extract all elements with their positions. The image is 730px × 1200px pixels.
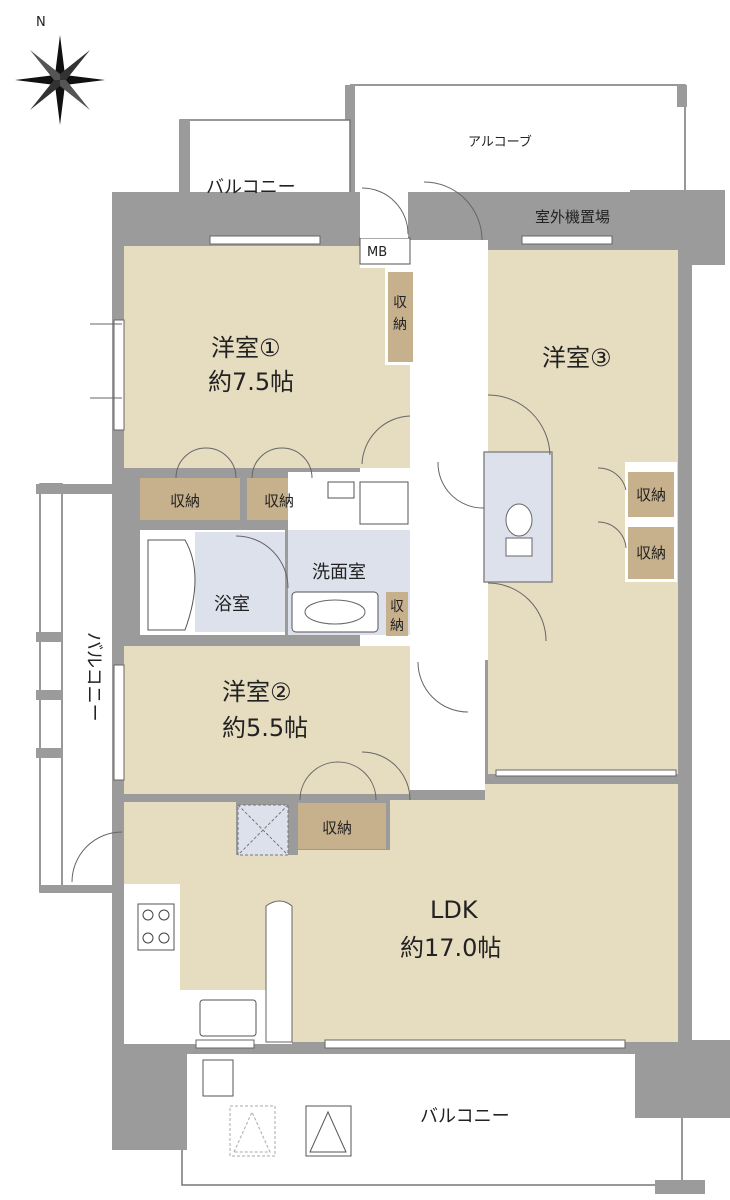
room-ldk-name: LDK: [430, 896, 479, 924]
washbasin-icon: [291, 591, 379, 633]
mb-box: [359, 237, 411, 265]
storage-w2: [298, 803, 386, 849]
balcony-top-wall: [180, 120, 190, 238]
room-ldk-size: 約17.0帖: [400, 934, 501, 962]
room-western-1-size: 約7.5帖: [208, 368, 294, 396]
room-western-1-name: 洋室①: [211, 334, 281, 362]
sink-icon: [199, 999, 257, 1037]
window: [113, 319, 125, 431]
storage-label: 収納: [322, 819, 352, 837]
stove-icon: [137, 903, 175, 951]
compass-rose-icon: [15, 35, 105, 125]
window: [324, 1039, 626, 1049]
wall-corner-bl: [112, 1040, 187, 1150]
storage-washroom: [386, 592, 408, 636]
wall-corner-br: [635, 1040, 730, 1118]
storage-vertical-label-2: 納: [390, 618, 404, 634]
storage-entrance: [388, 272, 413, 362]
storage-vertical-label-1: 収: [390, 599, 404, 615]
storage-w3-a: [628, 472, 674, 517]
room-ldk: [124, 784, 678, 1042]
washing-machine-pan-icon: [359, 481, 409, 525]
window: [209, 235, 321, 245]
balcony-bottom-post: [655, 1180, 705, 1194]
bathtub-icon: [147, 539, 196, 631]
water-heater-icon: [327, 481, 355, 499]
balcony-left-top-rail: [36, 484, 122, 494]
storage-label: 収納: [636, 544, 666, 562]
window: [495, 769, 677, 777]
balcony-left-post: [36, 632, 62, 642]
window: [113, 664, 125, 781]
entrance-door-swing[interactable]: [423, 181, 483, 241]
toilet-tank-icon: [505, 537, 533, 557]
storage-w1-a: [140, 478, 240, 520]
door-swings: [71, 323, 627, 883]
storage-vertical-label-2: 納: [393, 317, 407, 333]
north-label: N: [36, 15, 46, 30]
balcony-left-area: [39, 483, 63, 893]
alcove-post: [677, 85, 687, 107]
balcony-left-label: バルコニー: [83, 632, 104, 722]
room-western-2: [124, 646, 410, 794]
storage-w3-b: [628, 527, 674, 579]
hallway: [410, 240, 485, 790]
balcony-left-post: [36, 690, 62, 700]
room-western-2-name: 洋室②: [222, 678, 292, 706]
room-western-3-name: 洋室③: [542, 344, 612, 372]
mb-label: MB: [367, 245, 387, 260]
room-washroom-name: 洗面室: [312, 562, 366, 583]
outdoor-unit-icon: [229, 1105, 276, 1157]
room-western-2-size: 約5.5帖: [222, 714, 308, 742]
ac-unit-area-label: 室外機置場: [535, 208, 610, 226]
room-bath: [195, 532, 285, 632]
room-bath-name: 浴室: [214, 594, 250, 615]
storage-vertical-label-1: 収: [393, 295, 407, 311]
outdoor-unit-icon: [305, 1105, 352, 1157]
alcove-label: アルコーブ: [468, 134, 532, 150]
entrance-door-swing[interactable]: [361, 187, 409, 235]
entrance-door-area[interactable]: [360, 186, 408, 238]
toilet-icon: [505, 503, 533, 537]
kitchen-island: [265, 900, 293, 1043]
storage-label: 収納: [636, 486, 666, 504]
room-western-1: [124, 246, 410, 468]
balcony-left-bottom-rail: [40, 885, 122, 893]
storage-label: 収納: [170, 492, 200, 510]
balcony-top-label: バルコニー: [206, 177, 296, 198]
storage-label: 収納: [264, 492, 294, 510]
window: [195, 1039, 255, 1049]
balcony-left-post: [36, 748, 62, 758]
balcony-sink-icon: [202, 1059, 234, 1097]
window: [521, 235, 613, 245]
balcony-bottom-label: バルコニー: [420, 1106, 510, 1127]
